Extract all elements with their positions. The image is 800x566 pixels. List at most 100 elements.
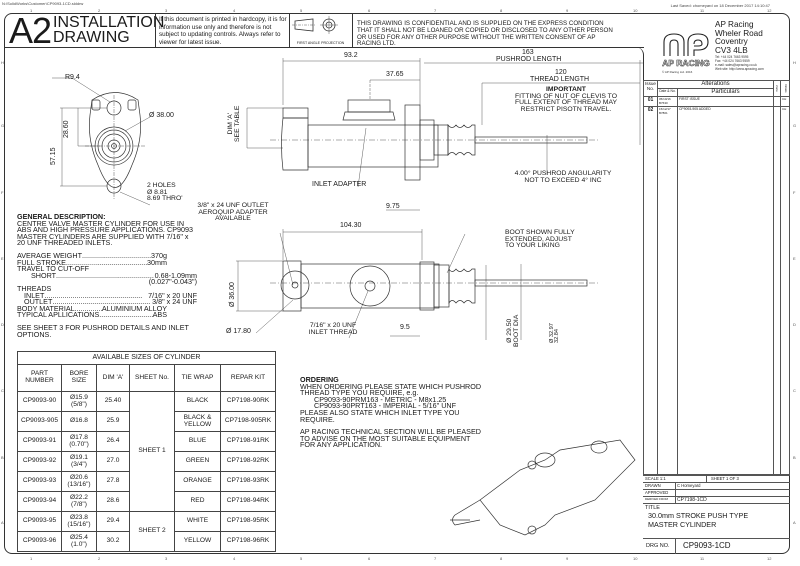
cell-sheet-no: SHEET 2 [129,511,175,552]
cell-tie-wrap: ORANGE [174,471,221,492]
zone-marker: 1 [30,556,33,561]
cell-dim-a: 27.0 [96,451,130,472]
drg-no-value: CP9093-1CD [683,541,731,550]
bore-mm: Ø22.2 [70,493,88,501]
angularity-line: 4.00° PUSHROD ANGULARITY [514,170,612,177]
cell-dim-a: 25.9 [96,411,130,432]
dim-17-80: Ø 17.80 [226,328,251,335]
sheet-size: A2 [9,10,52,51]
spec-label: FULL STROKE [17,257,66,267]
address-line: Wheler Road [715,28,763,38]
angularity-note: 4.00° PUSHROD ANGULARITY NOT TO EXCEED 4… [508,170,618,184]
drawn-value: C Homeyard [677,483,701,488]
zone-marker: 10 [633,8,638,13]
cell-dim-a: 27.8 [96,471,130,492]
zone-marker: 12 [767,8,772,13]
cell-tie-wrap: WHITE [174,511,221,532]
col-dim-a: DIM 'A' [96,364,130,392]
zone-marker: 11 [700,556,705,561]
header-divider [155,13,156,47]
zone-marker: 6 [368,8,371,13]
alt-zone [773,96,781,107]
zone-marker: 7 [434,8,437,13]
header-divider [352,13,353,47]
alt-particulars: CP9093-905 ADDED [676,106,775,475]
cell-part-number: CP9093-92 [17,451,62,472]
ordering-title: ORDERING [300,375,339,384]
copyright: © AP Racing Ltd. 2016 [662,70,693,74]
col-repair-kit: REPAR KIT [220,364,276,392]
zone-marker: C [793,388,796,393]
zone-marker: H [793,60,796,65]
spec-label: THREADS [17,283,52,293]
cell-bore-size: Ø19.1(3/4") [61,451,97,472]
bore-mm: Ø19.1 [70,453,88,461]
cell-repair-kit: CP7198-94RK [220,491,276,512]
alteration-row: 02 15/12/17 B7801 CP9093-905 ADDED CH [643,106,790,475]
confidential-notice: THIS DRAWING IS CONFIDENTIAL AND IS SUPP… [357,20,613,48]
zone-marker: 2 [98,556,101,561]
ordering-example: CP9093-90PRM163 - METRIC - M8x1.25 [314,394,447,404]
spec-value: 30mm [147,257,167,267]
zone-marker: 11 [700,8,705,13]
bore-mm: Ø25.4 [70,533,88,541]
spec-row: BODY MATERIAL...........................… [17,303,197,313]
advise-line: AP RACING TECHNICAL SECTION WILL BE PLEA… [300,427,481,437]
zone-marker: 12 [767,556,772,561]
cell-repair-kit: CP7198-905RK [220,411,276,432]
zone-marker: A [1,520,4,525]
spec-row: TYPICAL APLLICATIONS....................… [17,310,197,320]
drawing-title: 30.0mm STROKE PUSH TYPE MASTER CYLINDER [648,511,748,529]
spec-value: 7/16" x 20 UNF [148,290,197,300]
cell-tie-wrap: RED [174,491,221,512]
zone-marker: 8 [500,556,503,561]
ordering-line: PLEASE ALSO STATE WHICH INLET TYPE YOU [300,407,460,417]
alt-header-zone: Zone [773,80,781,97]
cell-bore-size: Ø15.9(5/8") [61,391,97,412]
address-line: AP Racing [715,20,754,29]
spec-label: TRAVEL TO CUT-OFF [17,264,90,274]
spec-list: AVERAGE WEIGHT..........................… [17,252,197,320]
drawing-frame [4,13,790,554]
cell-part-number: CP9093-95 [17,511,62,532]
spec-label: INLET [24,290,45,300]
ordering-line: WHEN ORDERING PLEASE STATE WHICH PUSHROD [300,381,482,391]
important-line: RESTRICT PISOTN TRAVEL. [520,105,612,113]
zone-marker: 5 [300,556,303,561]
important-line: FITTING OF NUT OF CLEVIS TO [515,92,617,100]
zone-marker: D [1,322,4,327]
dim-32-97-line: 32.84 [554,329,560,343]
zone-marker: G [793,123,797,128]
alt-header-particulars: Particulars [676,88,775,97]
cell-dim-a: 29.4 [96,511,130,532]
zone-marker: B [793,455,796,460]
zone-marker: F [1,190,4,195]
dim-r9-4: R9.4 [65,74,80,81]
spec-row: AVERAGE WEIGHT..........................… [17,252,197,260]
zone-marker: 9 [566,556,569,561]
spec-label: TYPICAL APLLICATIONS [17,310,100,320]
cell-part-number: CP9093-94 [17,491,62,512]
sizes-caption: AVAILABLE SIZES OF CYLINDER [17,351,276,365]
cell-part-number: CP9093-91 [17,431,62,452]
spec-row: (0.027"-0.043") [17,278,197,286]
cell-part-number: CP9093-90 [17,391,62,412]
see-sheet-note: SEE SHEET 3 FOR PUSHROD DETAILS AND INLE… [17,322,189,339]
general-description: GENERAL DESCRIPTION: CENTRE VALVE MASTER… [17,213,197,339]
bore-in: (15/16") [67,520,91,528]
cell-bore-size: Ø22.2(7/8") [61,491,97,512]
zone-marker: E [1,256,4,261]
last-saved-timestamp: Last Saved: chomeyard on 18 December 201… [670,3,770,8]
cell-repair-kit: CP7198-93RK [220,471,276,492]
dim-28-60: 28.60 [63,120,70,138]
cell-bore-size: Ø16.8 [61,411,97,432]
cell-repair-kit: CP7198-92RK [220,451,276,472]
spec-value: ABS [152,310,167,320]
spec-value: ALUMINIUM ALLOY [101,303,167,313]
holes-line: Ø 8.81 [147,188,168,196]
alterations-table: Issue No. Alterations Zone Initials Date… [643,80,790,475]
company-contact: Tel: +44 024 7663 9595 Fax: +44 024 7663… [715,55,764,71]
spec-label: BODY MATERIAL [17,303,75,313]
spec-row: OUTLET..................................… [17,298,197,306]
